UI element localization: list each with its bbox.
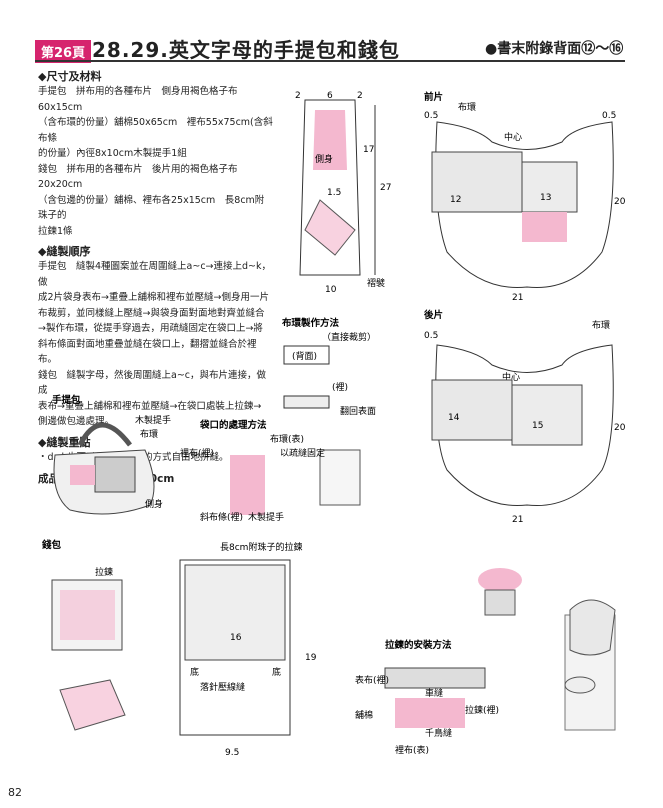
handbag-title: 手提包 (52, 394, 81, 406)
note: 以疏縫固定 (280, 447, 325, 459)
dim-label: 1.5 (327, 188, 341, 198)
note: （直接裁剪） (322, 331, 376, 343)
note: 長8cm附珠子的拉鍊 (220, 541, 302, 553)
note: 底 (190, 666, 199, 678)
note: 裡布(裡) (180, 447, 214, 459)
note: (裡) (332, 381, 348, 393)
dim-label: 0.5 (424, 111, 438, 121)
page-title: 28.29.英文字母的手提包和錢包 (92, 38, 400, 62)
note: 翻回表面 (340, 405, 376, 417)
note: 斜布條(裡) (200, 511, 243, 523)
text-line: （含包邊的份量）舖棉、裡布各25x15cm 長8cm附珠子的 (38, 194, 265, 222)
dim-label: 21 (512, 293, 523, 303)
loop-label: 布環 (458, 101, 476, 113)
front-piece-diagram: 前片 布環 中心 12 13 20 21 0.5 0.5 (424, 91, 626, 303)
size-materials-title: ◆尺寸及材料 (38, 70, 102, 83)
back-piece-diagram: 後片 布環 中心 14 15 20 21 0.5 (424, 309, 626, 525)
dim-label: 2 (295, 91, 301, 101)
opening-title: 袋口的處理方法 (199, 419, 267, 431)
block-number: 13 (540, 193, 551, 203)
dim-label: 19 (305, 653, 317, 663)
page-number: 82 (8, 786, 22, 799)
note: 拉鍊(裡) (465, 704, 499, 716)
opening-method-diagram: 袋口的處理方法 布環(表) 以疏縫固定 裡布(裡) 斜布條(裡) 木製提手 (180, 419, 361, 523)
zipper-title: 拉鍊的安裝方法 (385, 639, 452, 651)
loop-method-diagram: 布環製作方法 （直接裁剪） (背面) (裡) 翻回表面 (281, 317, 376, 417)
page-tag: 第26頁 (35, 40, 92, 63)
text-line: 錢包 縫製字母，然後周圍縫上a~c，與布片連接，做成 (38, 369, 267, 397)
dim-label: 27 (380, 183, 391, 193)
text-line: 拉鍊1條 (38, 225, 73, 237)
text-line: 布。 (38, 354, 58, 365)
dim-label: 0.5 (602, 111, 616, 121)
text-line: 錢包 拼布用的各種布片 後片用的褐色格子布20x20cm (38, 163, 238, 191)
note: 落針壓線縫 (200, 681, 245, 693)
note: 布環 (140, 428, 158, 440)
block-number: 14 (448, 413, 460, 423)
back-label: 後片 (424, 309, 443, 321)
dim-label: 21 (512, 515, 523, 525)
dim-label: 6 (327, 91, 333, 101)
text-line: 布裁剪，並同樣縫上壓縫→與袋身面對面地對齊並縫合 (38, 307, 265, 319)
gusset-pink-panel (313, 110, 347, 170)
points-title: ◆縫製重點 (38, 435, 91, 449)
note: 底 (272, 666, 281, 678)
block-number: 15 (532, 421, 543, 431)
gusset-diagram: 側身 2 6 2 17 27 1.5 10 褶襞 (295, 91, 391, 295)
note: 木製提手 (248, 511, 284, 523)
text-line: →製作布環，從提手穿過去，用疏縫固定在袋口上→將 (38, 323, 263, 334)
center-label: 中心 (504, 131, 522, 143)
wallet-sketch: 錢包 拉鍊 (42, 539, 126, 731)
note: 表布(裡) (355, 674, 389, 686)
header-divider (35, 60, 625, 62)
loop-method-title: 布環製作方法 (281, 317, 340, 329)
handbag-sketch: 手提包 木製提手 布環 側身 (52, 394, 171, 515)
note: 舖棉 (355, 709, 373, 721)
dim-label: 9.5 (225, 748, 239, 758)
dim-label: 17 (363, 145, 374, 155)
text-line: 斜布條面對面地重疊並縫在袋口上，翻摺並縫合於裡 (38, 338, 257, 350)
text-line: 成2片袋身表布→重疊上舖棉和裡布並壓縫→側身用一片 (38, 292, 269, 303)
text-line: 手提包 縫製4種圖案並在周圍縫上a~c→連接上d~k，做 (38, 261, 272, 288)
note: 車縫 (425, 687, 443, 699)
note: 拉鍊 (95, 566, 113, 578)
gusset-label: 側身 (315, 153, 333, 165)
note: 木製提手 (135, 414, 171, 426)
appendix-note: ●書末附錄背面⑫〜⑯ (485, 41, 624, 57)
text-line: 表布→重疊上舖棉和裡布並壓縫→在袋口處裝上拉鍊→ (38, 400, 262, 412)
dim-label: 0.5 (424, 331, 438, 341)
note: (背面) (292, 350, 317, 362)
note: 布環(表) (270, 433, 304, 445)
note: 裡布(表) (395, 744, 429, 756)
sewing-order-title: ◆縫製順序 (38, 245, 91, 258)
text-line: 側邊做包邊處理。 (38, 416, 115, 427)
text-line: 的份量）內徑8x10cm木製提手1組 (38, 148, 187, 159)
text-line: （含布環的份量）舖棉50x65cm 裡布55x75cm(含斜布條 (38, 117, 273, 144)
wallet-title: 錢包 (42, 539, 62, 551)
note: 千鳥縫 (425, 727, 452, 739)
dim-label: 10 (325, 285, 337, 295)
text-line: 手提包 拼布用的各種布片 側身用褐色格子布60x15cm (38, 86, 238, 113)
size-materials-text: 手提包 拼布用的各種布片 側身用褐色格子布60x15cm （含布環的份量）舖棉5… (38, 84, 273, 239)
zipper-method-diagram: 拉鍊的安裝方法 表布(裡) 車縫 拉鍊(裡) 舖棉 千鳥縫 裡布(表) (355, 639, 499, 756)
block-number: 12 (450, 195, 461, 205)
block-number: 16 (230, 633, 242, 643)
dim-label: 20 (614, 423, 626, 433)
front-label: 前片 (424, 91, 443, 103)
note: 側身 (145, 498, 163, 510)
flower-teapot-illustration (478, 568, 616, 731)
dim-label: 2 (357, 91, 363, 101)
pleat-label: 褶襞 (367, 277, 385, 289)
dim-label: 20 (614, 197, 626, 207)
sewing-order-text: 手提包 縫製4種圖案並在周圍縫上a~c→連接上d~k，做 成2片袋身表布→重疊上… (38, 259, 273, 430)
loop-label: 布環 (592, 319, 610, 331)
wallet-layout-diagram: 長8cm附珠子的拉鍊 16 19 底 底 落針壓線縫 9.5 (179, 541, 317, 758)
